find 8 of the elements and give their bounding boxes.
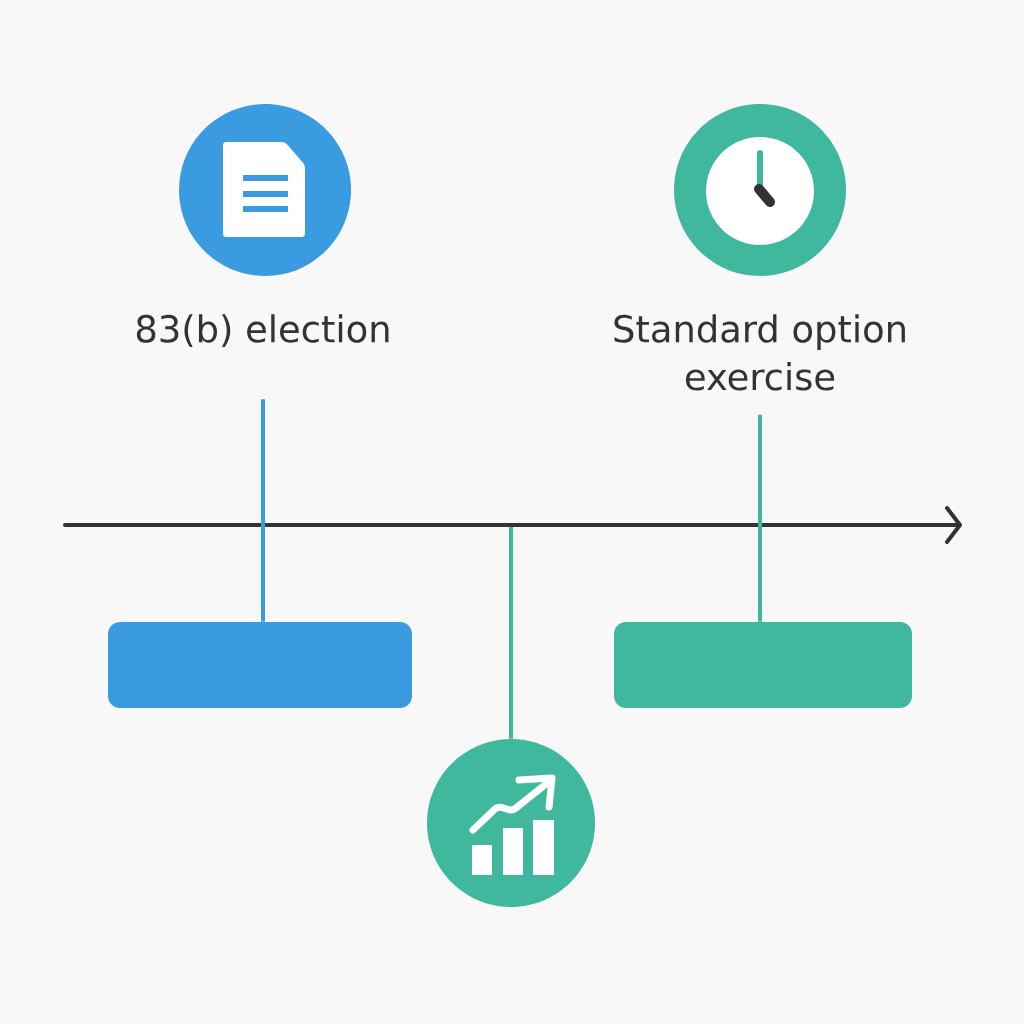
chart-icon <box>427 739 595 907</box>
rounded-box <box>614 622 912 708</box>
rounded-box <box>108 622 412 708</box>
connector-line <box>509 527 513 739</box>
node-label: Standard option exercise <box>614 314 905 391</box>
node-label: 83(b) election <box>136 314 389 348</box>
connector-line <box>758 414 762 622</box>
connector-line <box>261 399 265 622</box>
